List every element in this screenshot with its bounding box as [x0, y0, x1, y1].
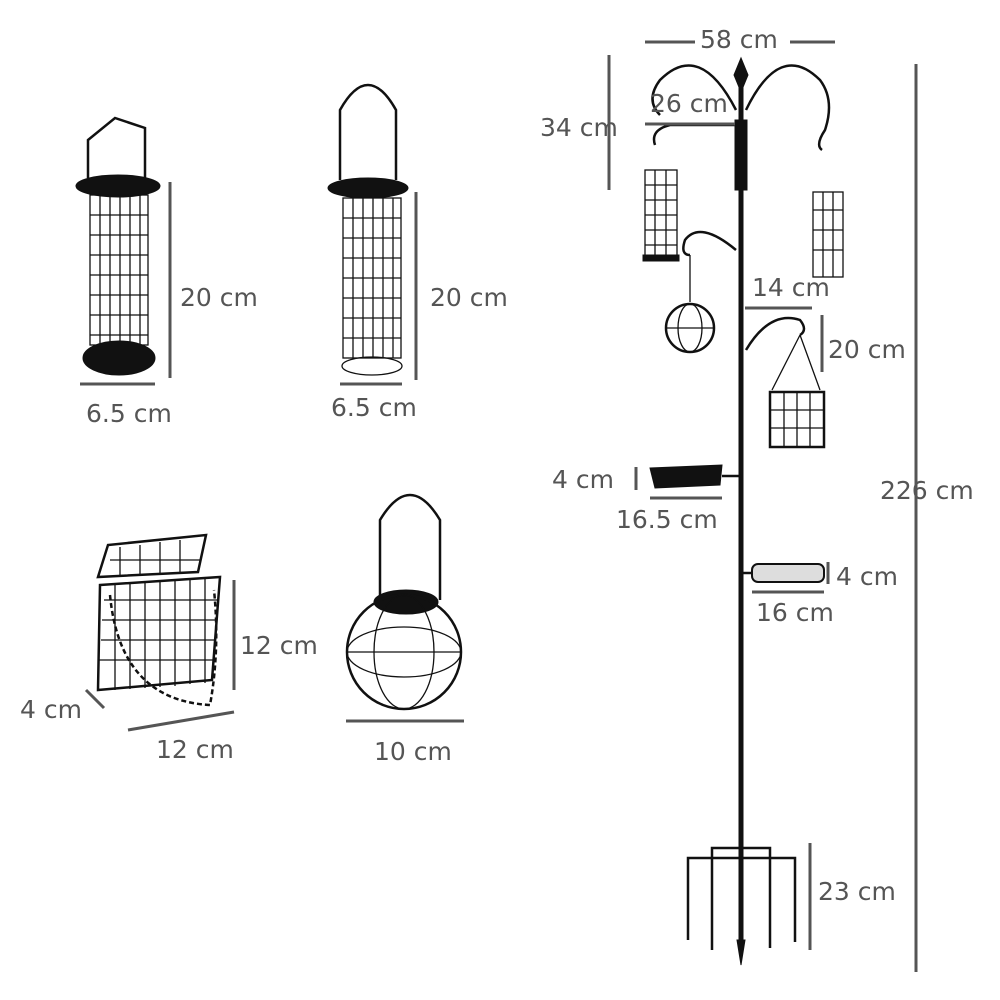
tube-feeder-1-width: 6.5 cm	[86, 399, 172, 428]
tube-feeder-1-height: 20 cm	[180, 283, 258, 312]
suet-cage	[96, 533, 222, 707]
station-stake-height: 23 cm	[818, 877, 896, 906]
fat-ball-feeder	[345, 493, 463, 711]
tube-feeder-1	[75, 116, 161, 376]
station-hook-height: 34 cm	[540, 113, 618, 142]
tray1-width: 16.5 cm	[616, 505, 718, 534]
station-top-width: 58 cm	[700, 25, 778, 54]
station-hook-width: 26 cm	[650, 89, 728, 118]
fat-ball-feeder-width: 10 cm	[374, 737, 452, 766]
suet-cage-height: 12 cm	[240, 631, 318, 660]
station-side-hook-height: 20 cm	[828, 335, 906, 364]
station-side-hook-width: 14 cm	[752, 273, 830, 302]
tube-feeder-2-width: 6.5 cm	[331, 393, 417, 422]
tray2-height: 4 cm	[836, 562, 898, 591]
tube-feeder-2-height: 20 cm	[430, 283, 508, 312]
tube-feeder-2	[327, 83, 409, 376]
station-total-height: 226 cm	[880, 476, 974, 505]
suet-cage-depth: 4 cm	[20, 695, 82, 724]
feeding-station	[642, 56, 844, 966]
tray2-width: 16 cm	[756, 598, 834, 627]
suet-cage-width: 12 cm	[156, 735, 234, 764]
tray1-height: 4 cm	[552, 465, 614, 494]
